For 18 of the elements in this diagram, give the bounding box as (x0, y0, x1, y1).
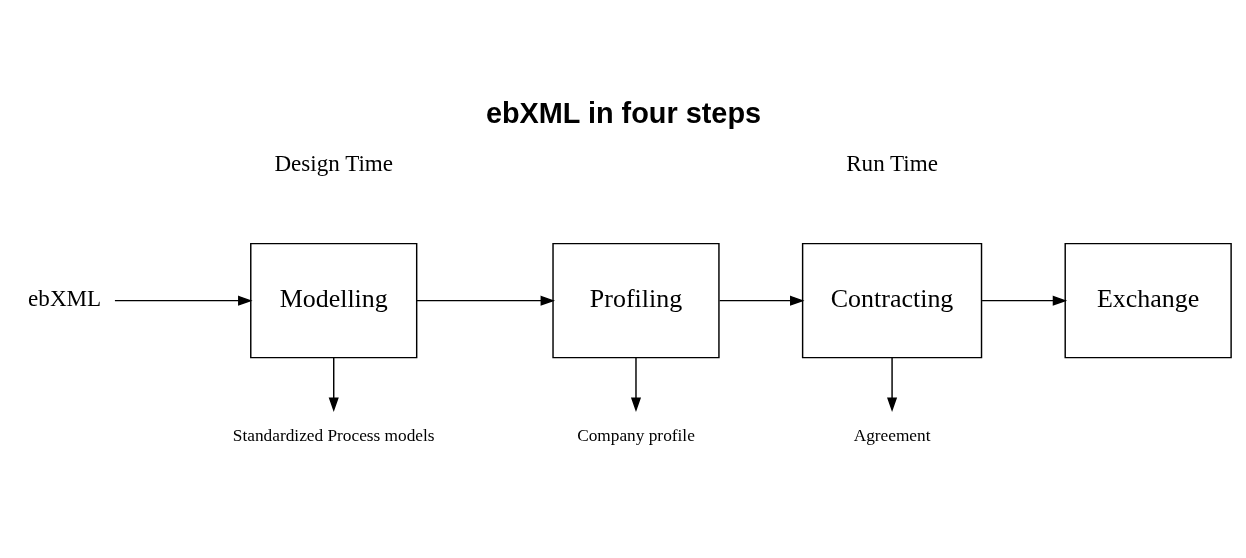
arrow (114, 295, 253, 306)
label: Run Time (846, 149, 938, 176)
arrow (630, 357, 642, 412)
label: Design Time (274, 149, 394, 176)
arrow (981, 295, 1068, 306)
arrow (416, 295, 555, 306)
node-box: Profiling (552, 242, 720, 359)
node-text: ebXML (28, 285, 102, 312)
node-text: Agreement (853, 425, 931, 445)
diagram-title: ebXML in four steps (485, 97, 762, 130)
node-text: Company profile (577, 425, 695, 445)
arrow (328, 357, 339, 412)
node-box: Modelling (250, 242, 418, 359)
node-text: Standardized Process models (232, 425, 435, 445)
arrow (887, 357, 898, 412)
node-box: Exchange (1064, 242, 1232, 359)
node-box: Contracting (801, 242, 983, 359)
arrow (718, 295, 805, 306)
